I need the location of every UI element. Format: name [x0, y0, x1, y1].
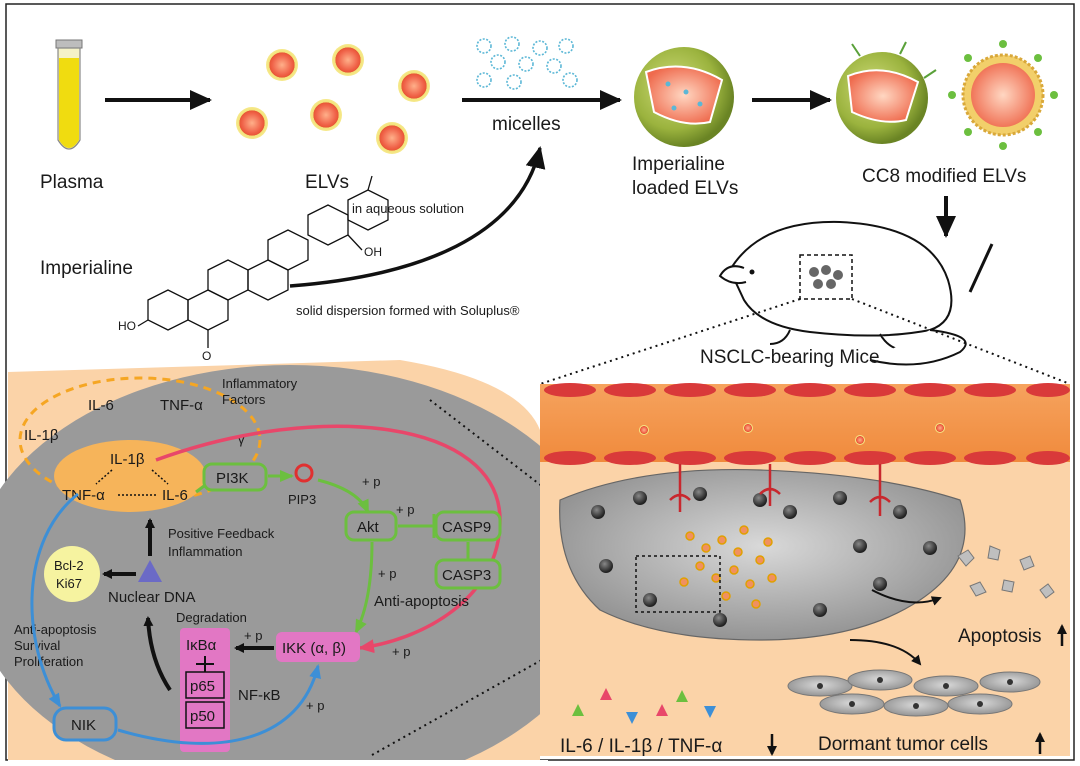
zoom-box-tumor [635, 555, 721, 613]
arrow-nfkb-dna [143, 616, 172, 692]
nik-label: NIK [71, 717, 96, 734]
elv-vesicles-icon [236, 44, 430, 154]
pi3k-label: PI3K [216, 470, 249, 487]
plus-p-5: + p [392, 644, 410, 659]
arrow-il1b-ikk [155, 424, 502, 654]
factors-label: Factors [222, 392, 266, 407]
akt-label: Akt [357, 519, 380, 536]
nfkb-complex-box [180, 628, 230, 752]
bcl2-label: Bcl-2 [54, 558, 84, 573]
arrow-dormant [849, 639, 922, 666]
arrow-tnf-nik [30, 492, 79, 708]
elvs-label: ELVs [305, 172, 349, 193]
proliferation-label: Proliferation [14, 654, 83, 669]
casp3-label: CASP3 [442, 567, 491, 584]
accumulated-elvs [679, 525, 777, 609]
ki67-label: Ki67 [56, 576, 82, 591]
inflammatory-label: Inflammatory [222, 376, 298, 391]
gamma-label: γ [238, 432, 245, 447]
arrow-nik-ikk [117, 664, 321, 745]
cc8-label: CC8 modified ELVs [862, 166, 1026, 187]
ikk-box [276, 632, 360, 662]
nik-box [52, 706, 118, 742]
plasma-tube-icon [55, 39, 83, 150]
p65-label: p65 [190, 678, 215, 695]
il6-outer: IL-6 [88, 397, 114, 414]
akt-box [344, 510, 398, 542]
dormant-label: Dormant tumor cells [818, 734, 988, 755]
tumor-cell-nuclei [591, 487, 937, 627]
nuclear-dna-label: Nuclear DNA [108, 589, 196, 606]
plus-p-6: + p [306, 698, 324, 713]
micelles-label: micelles [492, 114, 561, 135]
blood-vessel [540, 384, 1070, 462]
positive-feedback-label: Positive Feedback [168, 526, 275, 541]
ikba-label: IκBα [186, 637, 217, 654]
arrow-apoptosis [871, 589, 942, 606]
tnf-outer: TNF-α [160, 397, 203, 414]
plasma-label: Plasma [40, 172, 104, 193]
nfkb-label: NF-κB [238, 687, 281, 704]
pi3k-box [202, 462, 268, 492]
p50-label: p50 [190, 708, 215, 725]
mice-label: NSCLC-bearing Mice [700, 347, 880, 368]
casp9-label: CASP9 [442, 519, 491, 536]
dormant-nuclei [817, 677, 1013, 709]
plus-p-2: + p [396, 502, 414, 517]
il1b-inner: IL-1β [110, 451, 145, 468]
pip3-icon [294, 463, 314, 483]
apoptotic-cells-icon [957, 545, 1055, 599]
imperialine-structure-icon [137, 175, 389, 348]
casp3-box [434, 558, 502, 590]
chem-ho: HO [118, 319, 136, 333]
vessel-sprouts [669, 464, 891, 516]
micelles-icon [476, 36, 578, 90]
casp9-box [434, 510, 502, 542]
plus-p-4: + p [244, 628, 262, 643]
tumor-site-icon [809, 265, 843, 289]
plus-p-1: + p [362, 474, 380, 489]
cytokine-triangles-icon [572, 688, 716, 724]
ikk-label: IKK (α, β) [282, 640, 346, 657]
il1b-outer: IL-1β [24, 427, 59, 444]
cytokine-cluster [54, 440, 206, 512]
zoom-line-tumor-cell-top [429, 399, 639, 561]
solid-dispersion-label: solid dispersion formed with Soluplus® [296, 303, 520, 318]
p50-box [185, 701, 225, 729]
cc8-sphere-icon [836, 41, 937, 144]
mouse-eye-icon [749, 269, 755, 275]
p65-box [185, 671, 225, 699]
arrow-pip3-akt [317, 478, 370, 514]
anti-apoptosis-right: Anti-apoptosis [374, 593, 469, 610]
arrow-imperialine-micelles [289, 146, 546, 288]
tumor-mass [559, 469, 966, 641]
in-aqueous-label: in aqueous solution [352, 201, 464, 216]
pip3-label: PIP3 [288, 492, 316, 507]
il6-inner: IL-6 [162, 487, 188, 504]
dash-il1b-tnf [95, 469, 113, 485]
loaded-elv-sphere-icon [634, 47, 734, 147]
tumor-site-box [799, 254, 853, 300]
anti-apop-left: Anti-apoptosis [14, 622, 97, 637]
loaded-line1: Imperialine [632, 154, 725, 175]
bcl2-ki67-circle [44, 546, 100, 602]
cc8-elv-cross-section-icon [948, 40, 1058, 150]
apoptosis-label: Apoptosis [958, 626, 1041, 647]
chem-oh: OH [364, 245, 382, 259]
imperialine-label: Imperialine [40, 258, 133, 279]
chem-o: O [202, 349, 211, 363]
endothelial-cells [544, 383, 1070, 465]
nuclear-dna-icon [138, 560, 162, 582]
loaded-line2: loaded ELVs [632, 178, 738, 199]
degradation-label: Degradation [176, 610, 247, 625]
dash-il1b-il6 [151, 469, 169, 485]
arrow-akt-ikk [354, 541, 374, 634]
cytokines-label: IL-6 / IL-1β / TNF-α [560, 736, 722, 757]
plus-p-3: + p [378, 566, 396, 581]
inflammation-label: Inflammation [168, 544, 242, 559]
circulating-elvs [639, 423, 945, 445]
